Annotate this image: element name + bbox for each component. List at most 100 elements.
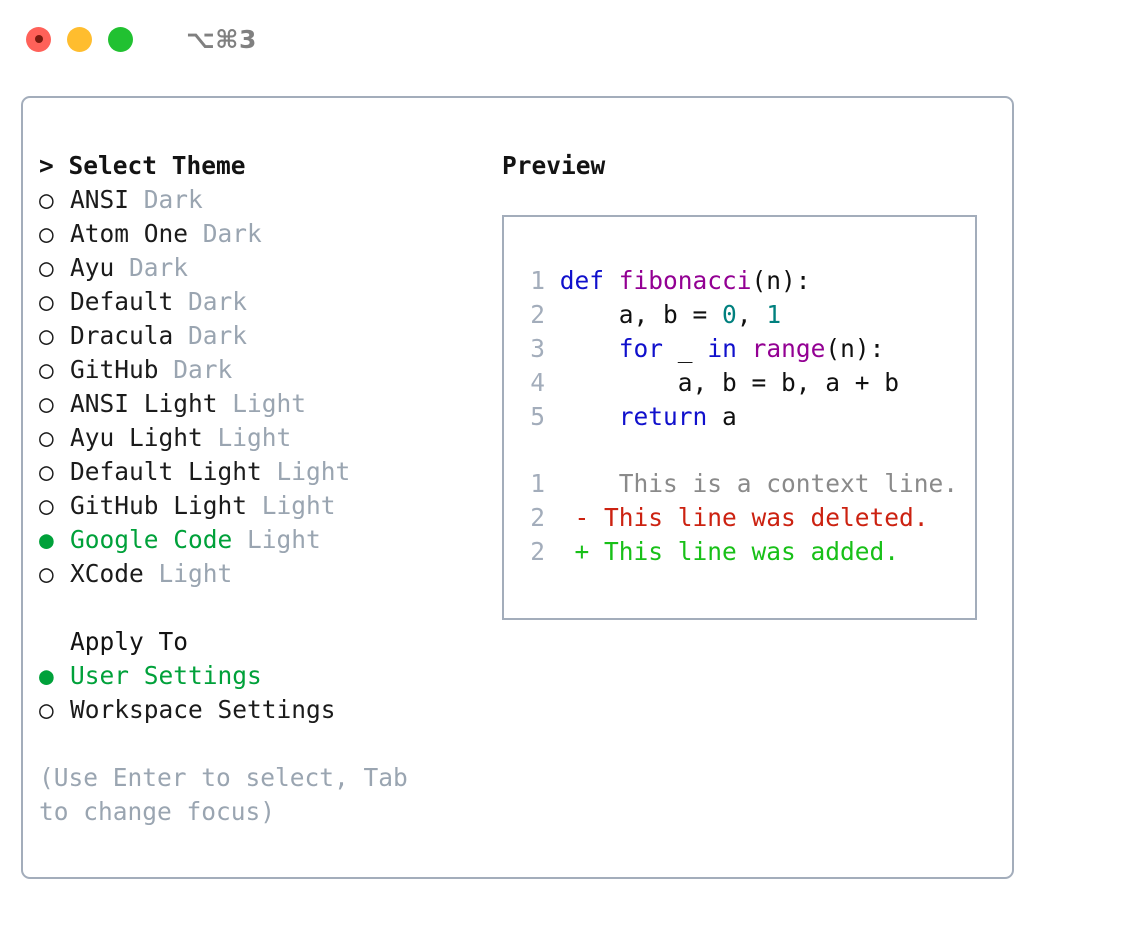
theme-kind: Light — [261, 457, 351, 486]
theme-kind: Dark — [173, 321, 248, 350]
code-token: def — [559, 266, 619, 295]
code-token: range — [751, 334, 826, 363]
radio-unselected-icon: ○ — [39, 559, 54, 588]
radio-unselected-icon: ○ — [39, 185, 54, 214]
line-number: 4 — [530, 368, 545, 397]
theme-kind: Dark — [173, 287, 248, 316]
theme-name: Default — [70, 287, 174, 316]
code-line: 4 a, b = b, a + b — [515, 366, 899, 400]
close-icon — [34, 35, 43, 43]
minimize-window-button[interactable] — [67, 26, 92, 52]
theme-list-item[interactable]: ○ANSI Light Light — [39, 387, 489, 421]
preview-panel: Preview 1 def fibonacci(n):2 a, b = 0, 1… — [502, 149, 1002, 620]
theme-list-item[interactable]: ○ANSI Dark — [39, 183, 489, 217]
apply-to-item[interactable]: ● User Settings — [39, 659, 489, 693]
diff-line: 2 + This line was added. — [515, 535, 958, 569]
diff-text: This is a context line. — [589, 469, 959, 498]
theme-list-item[interactable]: ○ Ayu Dark — [39, 251, 489, 285]
theme-name: XCode — [70, 559, 144, 588]
theme-picker: > Select Theme ○ANSI Dark○Atom One Dark○… — [39, 149, 489, 829]
radio-unselected-icon: ○ — [39, 389, 54, 418]
select-theme-header: > Select Theme — [39, 151, 246, 180]
theme-list-item[interactable]: ○ GitHub Light Light — [39, 489, 489, 523]
radio-unselected-icon: ○ — [39, 423, 54, 452]
apply-to-label: Workspace Settings — [70, 695, 336, 724]
diff-marker: - — [545, 503, 590, 532]
line-number: 1 — [530, 469, 545, 498]
diff-text: This line was added. — [589, 537, 900, 566]
code-line: 1 def fibonacci(n): — [515, 264, 899, 298]
code-token: fibonacci — [618, 266, 752, 295]
code-gutter-space — [545, 402, 560, 431]
code-token: 0 — [722, 300, 737, 329]
theme-list[interactable]: ○ANSI Dark○Atom One Dark○Ayu Dark○Defaul… — [39, 183, 489, 591]
theme-list-item[interactable]: ○Default Dark — [39, 285, 489, 319]
radio-unselected-icon: ○ — [39, 457, 54, 486]
code-token: a, b = — [559, 300, 723, 329]
main-panel: > Select Theme ○ANSI Dark○Atom One Dark○… — [21, 96, 1014, 879]
radio-unselected-icon: ○ — [39, 355, 54, 384]
code-token: return — [618, 402, 708, 431]
radio-unselected-icon: ○ — [39, 321, 54, 350]
theme-list-item[interactable]: ○Atom One Dark — [39, 217, 489, 251]
apply-to-item[interactable]: ○ Workspace Settings — [39, 693, 489, 727]
code-token — [560, 402, 619, 431]
apply-to-label: User Settings — [70, 661, 262, 690]
diff-line: 2 - This line was deleted. — [515, 501, 958, 535]
line-number: 2 — [530, 300, 545, 329]
line-number: 2 — [530, 503, 545, 532]
theme-name: ANSI Light — [70, 389, 218, 418]
theme-list-item[interactable]: ○ Default Light Light — [39, 455, 489, 489]
radio-selected-icon: ● — [39, 661, 54, 690]
theme-list-item[interactable]: ○Ayu Light Light — [39, 421, 489, 455]
theme-list-item[interactable]: ● Google Code Light — [39, 523, 489, 557]
theme-kind: Dark — [158, 355, 233, 384]
radio-unselected-icon: ○ — [39, 695, 54, 724]
code-token: (n): — [825, 334, 885, 363]
code-token: a, b = b, a + b — [559, 368, 900, 397]
theme-name: Google Code — [70, 525, 233, 554]
line-number: 2 — [530, 537, 545, 566]
keyboard-shortcut-label: ⌥⌘3 — [186, 24, 257, 54]
code-gutter-space — [545, 368, 560, 397]
theme-list-item[interactable]: ○ Dracula Dark — [39, 319, 489, 353]
diff-sample: 1 This is a context line. 2 - This line w… — [515, 467, 958, 569]
theme-kind: Dark — [114, 253, 189, 282]
diff-text: This line was deleted. — [589, 503, 929, 532]
code-token: for — [618, 334, 664, 363]
theme-name: GitHub — [70, 355, 159, 384]
theme-name: Ayu — [70, 253, 115, 282]
code-token: , — [736, 300, 767, 329]
line-number: 5 — [530, 402, 545, 431]
theme-name: ANSI — [70, 185, 130, 214]
keyboard-hint-text: (Use Enter to select, Tab to change focu… — [39, 763, 408, 826]
close-window-button[interactable] — [26, 26, 51, 52]
title-bar: ⌥⌘3 — [0, 0, 1140, 78]
theme-list-item[interactable]: ○ GitHub Dark — [39, 353, 489, 387]
preview-header: Preview — [502, 151, 606, 180]
theme-list-item[interactable]: ○ XCode Light — [39, 557, 489, 591]
radio-selected-icon: ● — [39, 525, 54, 554]
radio-unselected-icon: ○ — [39, 491, 54, 520]
code-token: a — [707, 402, 737, 431]
code-gutter-space — [545, 266, 560, 295]
theme-name: Dracula — [70, 321, 174, 350]
code-token: in — [707, 334, 737, 363]
line-number: 1 — [530, 266, 545, 295]
radio-unselected-icon: ○ — [39, 253, 54, 282]
theme-name: GitHub Light — [70, 491, 248, 520]
theme-name: Default Light — [70, 457, 262, 486]
theme-kind: Light — [232, 525, 321, 554]
code-line: 3 for _ in range(n): — [515, 332, 899, 366]
diff-marker — [545, 469, 589, 498]
theme-kind: Dark — [188, 219, 262, 248]
maximize-window-button[interactable] — [108, 26, 133, 52]
theme-kind: Light — [247, 491, 336, 520]
theme-kind: Light — [143, 559, 233, 588]
code-gutter-space — [545, 334, 560, 363]
apply-to-list[interactable]: ● User Settings ○ Workspace Settings — [39, 659, 489, 727]
code-token: 1 — [766, 300, 782, 329]
